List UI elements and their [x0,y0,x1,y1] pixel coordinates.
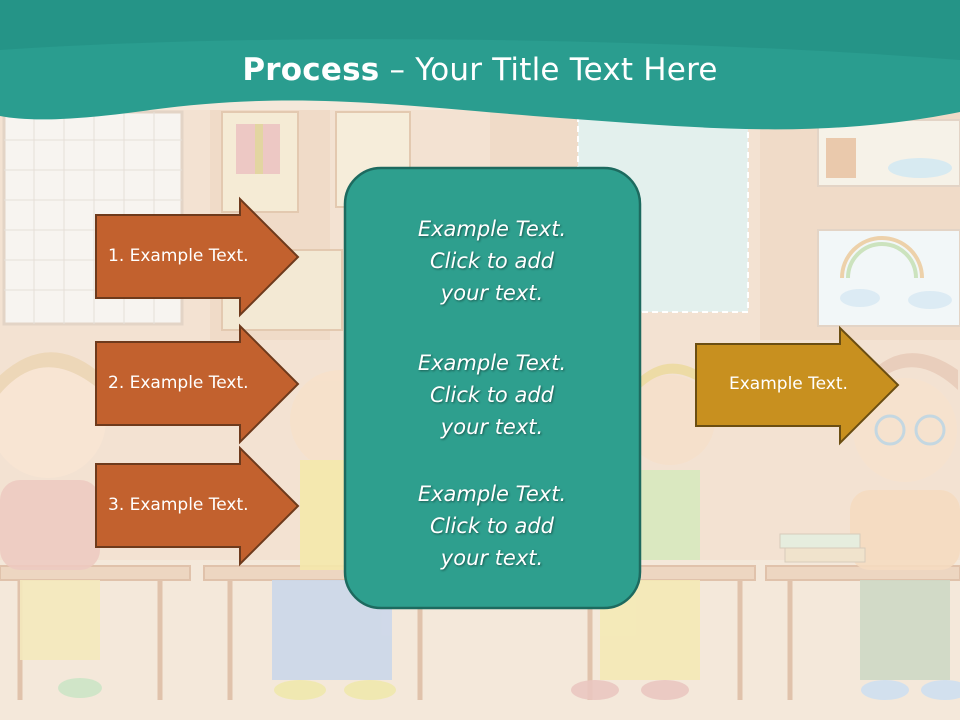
center-box[interactable] [343,166,642,610]
title-bold: Process [242,52,380,88]
left-arrow-1-label: 1. Example Text. [108,246,249,266]
center-text-line: your text. [440,415,544,439]
right-arrow-label: Example Text. [729,374,848,394]
center-text-line: your text. [440,281,544,305]
left-arrow-3-label: 3. Example Text. [108,495,249,515]
left-arrow-3[interactable] [95,445,300,567]
center-text-line: Click to add [429,383,554,407]
center-text-line: Example Text. [417,351,567,375]
center-text-line: Example Text. [417,217,567,241]
title-rest: – Your Title Text Here [379,52,718,88]
center-text-line: Example Text. [417,482,567,506]
center-text-line: Click to add [429,514,554,538]
left-arrow-1[interactable] [95,196,300,318]
right-arrow[interactable] [695,325,900,446]
center-text-line: Click to add [429,249,554,273]
center-text-block-3: Example Text. Click to add your text. [346,478,638,574]
header-banner [0,0,960,130]
center-text-block-2: Example Text. Click to add your text. [346,347,638,443]
center-text-block-1: Example Text. Click to add your text. [346,213,638,309]
center-text-line: your text. [440,546,544,570]
left-arrow-2-label: 2. Example Text. [108,373,249,393]
left-arrow-2[interactable] [95,323,300,445]
slide-title[interactable]: Process – Your Title Text Here [0,52,960,88]
